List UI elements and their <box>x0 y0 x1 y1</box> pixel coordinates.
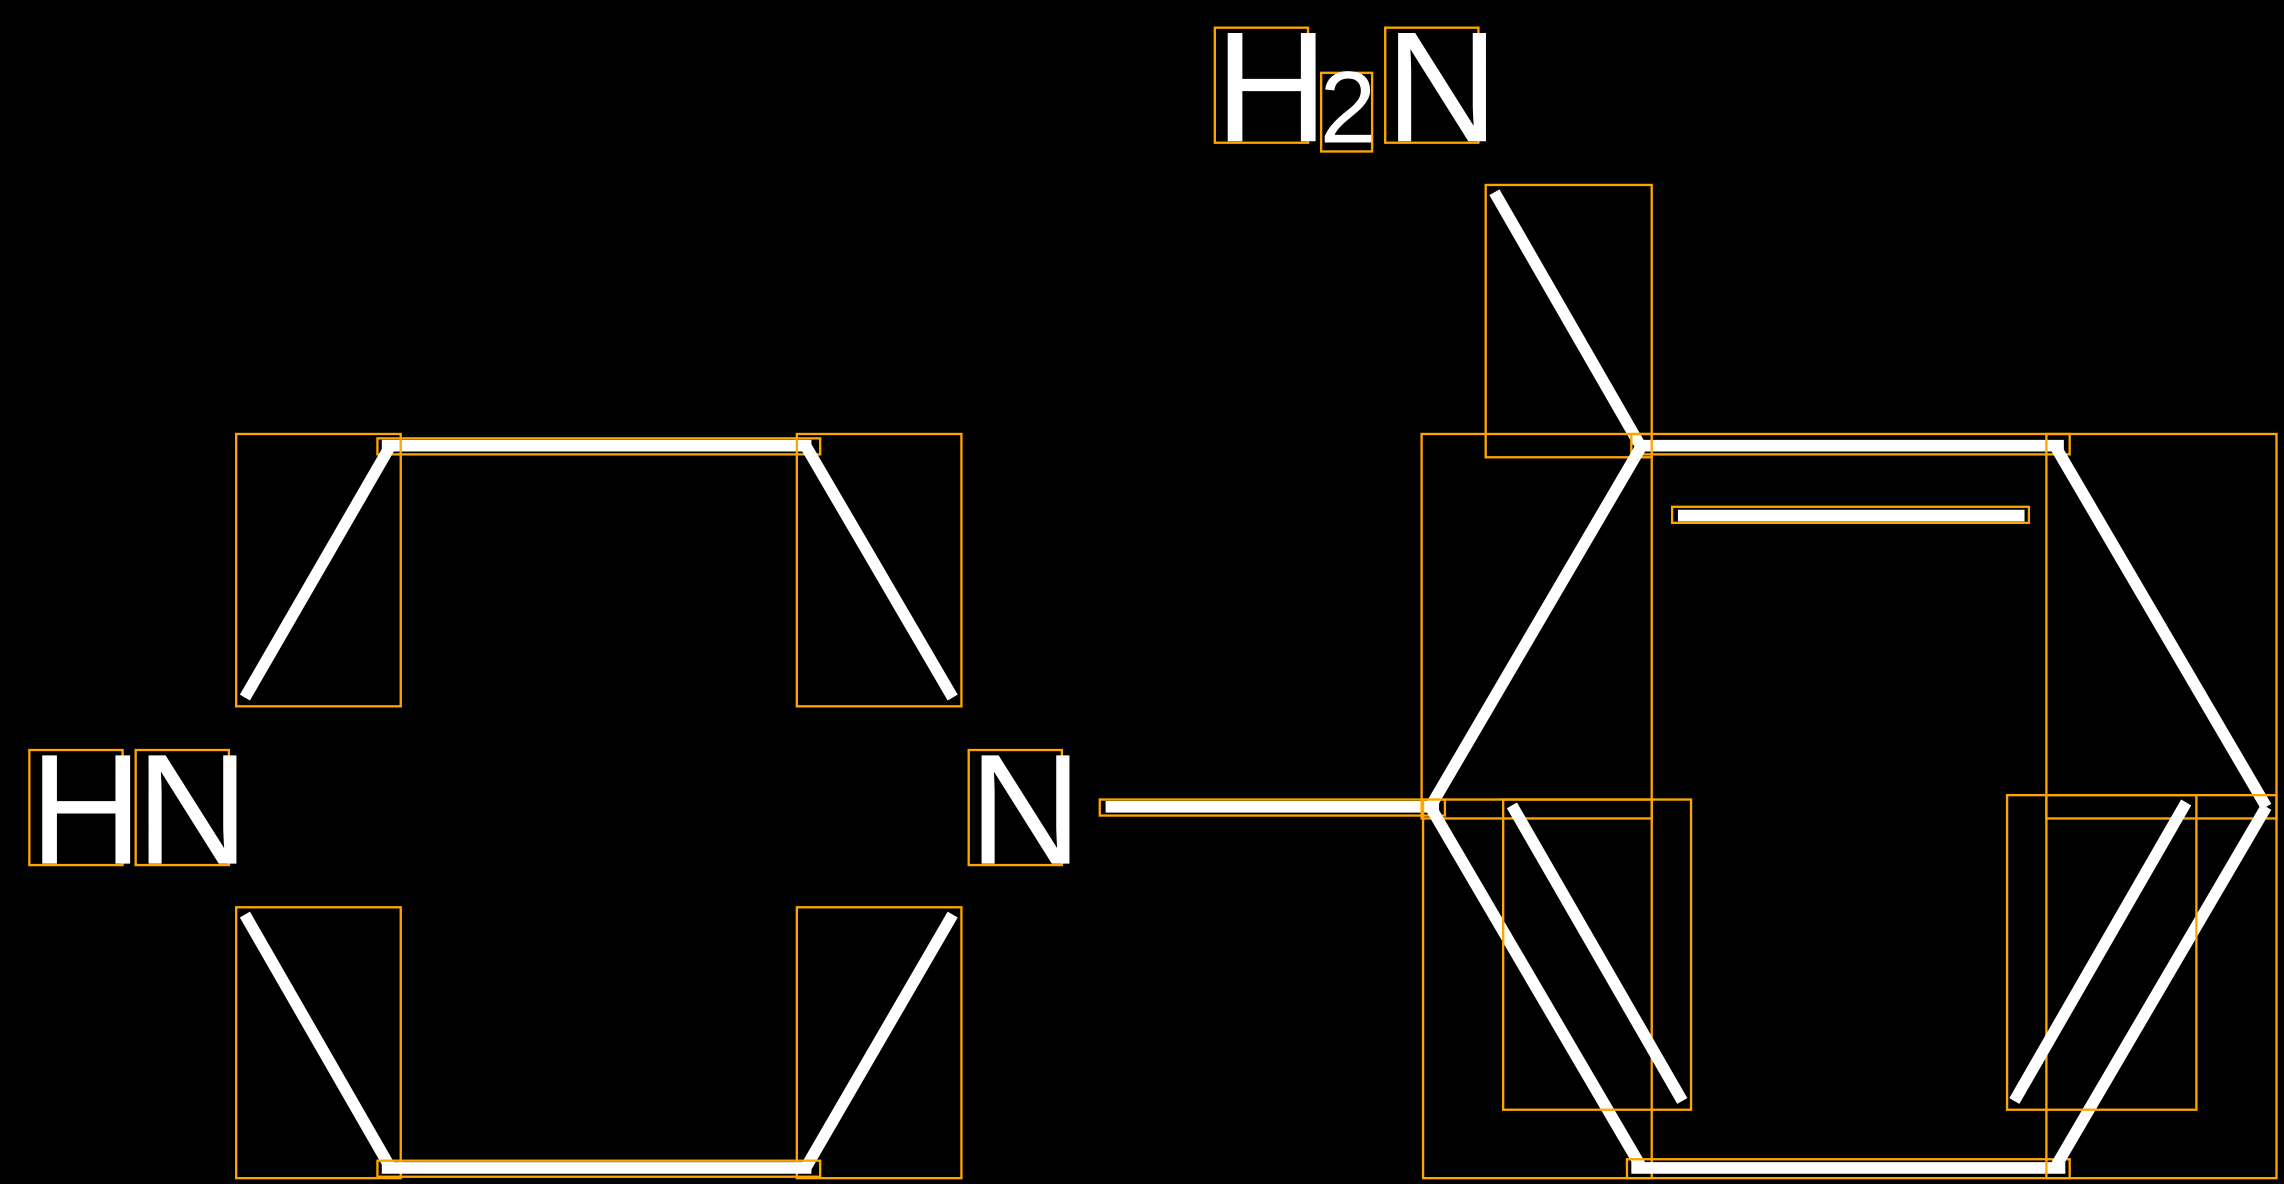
bbox <box>1502 798 1693 1111</box>
bbox <box>1630 432 2071 456</box>
bbox <box>1484 183 1653 459</box>
bbox <box>234 906 402 1180</box>
bond <box>2051 803 2272 1169</box>
bond <box>239 442 396 701</box>
bbox <box>2045 432 2278 820</box>
atom-h: H <box>1215 0 1329 175</box>
bbox <box>234 432 402 708</box>
subscript-2: 2 <box>1320 51 1377 165</box>
bbox <box>376 1159 822 1178</box>
bbox <box>1384 26 1480 144</box>
bond <box>1425 445 1646 810</box>
bbox <box>376 437 822 456</box>
amine-label: H 2 N <box>1213 0 1499 175</box>
bbox <box>1319 71 1374 153</box>
atom-n: N <box>136 723 250 898</box>
bond <box>800 911 958 1171</box>
piperazine-n-label: N <box>967 723 1083 898</box>
bbox <box>134 748 231 867</box>
bond <box>1425 803 1646 1169</box>
bond-c-nh2 <box>1489 189 1644 446</box>
atom-n: N <box>969 723 1083 898</box>
bbox <box>795 432 963 708</box>
bbox <box>28 748 124 867</box>
benzene-ring <box>1420 183 2278 1180</box>
bbox <box>1098 798 1447 817</box>
piperazine-ring <box>234 432 963 1180</box>
bond-double-inner <box>1506 802 1688 1104</box>
bbox <box>1420 432 1653 820</box>
bond <box>2051 445 2272 810</box>
atom-n: N <box>1385 0 1499 175</box>
piperazine-nh-label: H N <box>28 723 250 898</box>
bbox <box>1625 1158 2071 1180</box>
bbox <box>967 748 1064 867</box>
bond <box>239 911 396 1171</box>
bbox <box>2005 793 2198 1111</box>
bbox <box>1213 26 1310 144</box>
bbox <box>1670 505 2031 524</box>
bbox <box>795 906 963 1180</box>
atom-h: H <box>29 723 143 898</box>
bond-double-inner <box>2009 799 2192 1104</box>
bond <box>800 442 958 701</box>
